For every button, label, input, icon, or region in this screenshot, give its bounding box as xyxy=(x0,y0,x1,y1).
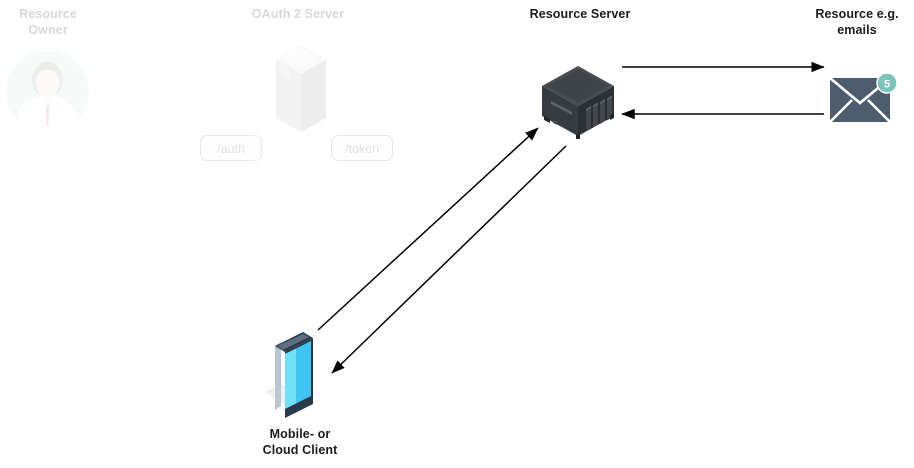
email-count-badge-value: 5 xyxy=(884,79,890,91)
nas-server-icon xyxy=(536,62,620,142)
envelope-icon: 5 xyxy=(828,72,898,128)
node-label-resource-server: Resource Server xyxy=(529,7,631,21)
node-label-mobile-cloud-client: Mobile- or Cloud Client xyxy=(262,427,338,457)
node-label-oauth2-server: OAuth 2 Server xyxy=(251,7,345,21)
node-label-resource-owner: Resource Owner xyxy=(19,7,77,37)
auth-endpoint-pill[interactable]: /auth xyxy=(200,135,262,161)
arrow-client-to-resource-server xyxy=(317,127,539,331)
arrow-resource-server-to-client xyxy=(331,145,567,374)
person-avatar-icon xyxy=(6,50,89,133)
server-tower-icon xyxy=(266,38,336,138)
token-endpoint-pill[interactable]: /token xyxy=(331,135,393,161)
node-label-resource-emails: Resource e.g. emails xyxy=(815,7,899,37)
smartphone-icon xyxy=(263,330,325,422)
